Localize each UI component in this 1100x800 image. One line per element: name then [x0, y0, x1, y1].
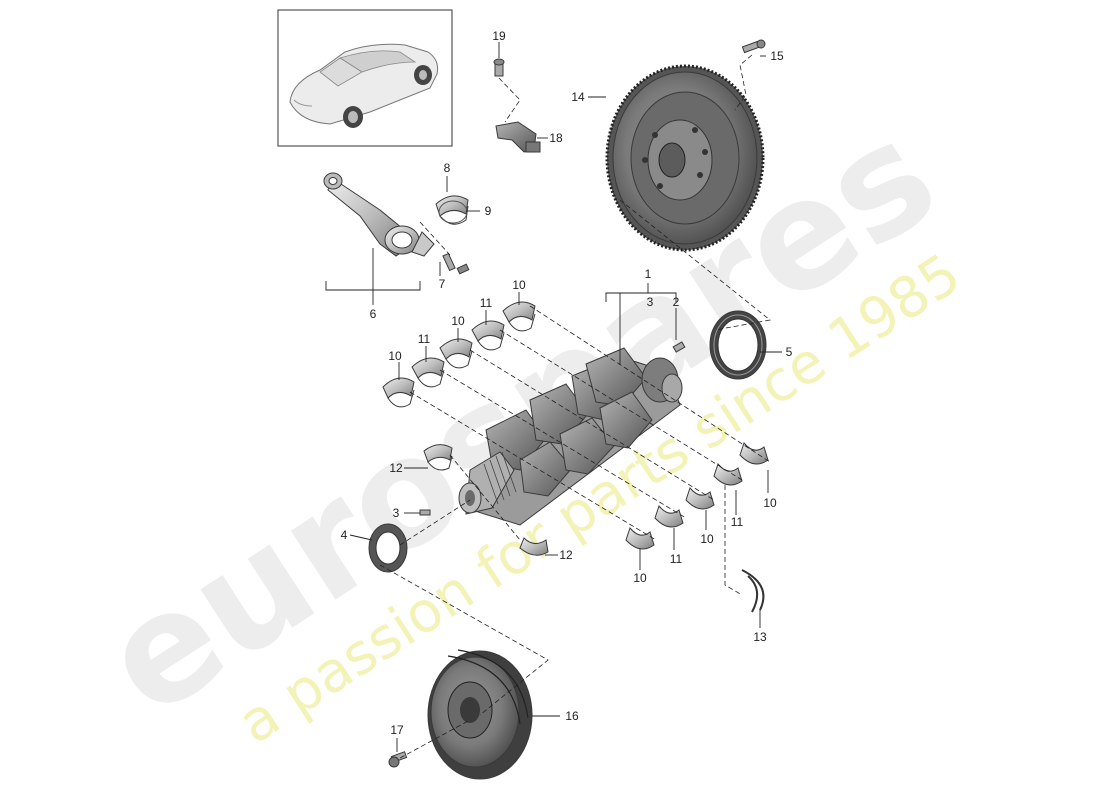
callout-18: 18: [549, 131, 563, 145]
callout-10-c: 10: [388, 349, 402, 363]
main-bearing-shells: [382, 301, 769, 556]
callout-17: 17: [390, 723, 404, 737]
thrust-washers: [741, 569, 765, 613]
callout-10-b: 10: [451, 314, 465, 328]
flywheel-bolt: [741, 39, 766, 54]
crankshaft: [458, 347, 683, 526]
callout-11-b: 11: [418, 332, 431, 346]
callout-5: 5: [786, 345, 793, 359]
callout-2: 2: [673, 295, 680, 309]
rear-seal: [709, 310, 767, 380]
rod-bolt: [442, 252, 470, 275]
vehicle-inset: [277, 9, 453, 147]
callout-19: 19: [492, 29, 506, 43]
flywheel: [605, 64, 765, 252]
callout-12-a: 12: [389, 461, 403, 475]
callout-3: 3: [393, 506, 400, 520]
callout-4: 4: [341, 528, 348, 542]
callout-10-d: 10: [633, 571, 647, 585]
damper-bolt: [388, 751, 408, 768]
sensor-bolt: [493, 58, 505, 77]
connecting-rod: [323, 172, 435, 257]
rod-bearing-shells: [435, 195, 469, 225]
front-pin: [419, 509, 431, 516]
callout-15: 15: [770, 49, 784, 63]
callout-10-f: 10: [763, 496, 777, 510]
callout-14: 14: [571, 90, 585, 104]
speed-sensor: [495, 121, 541, 153]
callout-7: 7: [439, 277, 446, 291]
callout-3-top: 3: [647, 295, 654, 309]
callout-8: 8: [444, 161, 451, 175]
leader-lines: [325, 42, 782, 752]
car-icon: [289, 43, 439, 128]
callout-10-a: 10: [512, 278, 526, 292]
callout-11-d: 11: [731, 515, 744, 529]
assembly-dashed-lines: [379, 54, 771, 759]
dowel-pin: [672, 341, 686, 353]
callout-16: 16: [565, 709, 579, 723]
callout-11-c: 11: [670, 552, 683, 566]
callout-9: 9: [485, 204, 492, 218]
callout-1: 1: [645, 267, 652, 281]
callout-6: 6: [370, 307, 377, 321]
front-seal: [368, 523, 408, 573]
callout-10-e: 10: [700, 532, 714, 546]
callout-13: 13: [753, 630, 767, 644]
callout-labels: 19 18 14 15 8 9 7 6 1 3 2 5 10 11 10 11 …: [341, 29, 793, 737]
callout-11-a: 11: [480, 296, 493, 310]
callout-12-b: 12: [559, 548, 573, 562]
